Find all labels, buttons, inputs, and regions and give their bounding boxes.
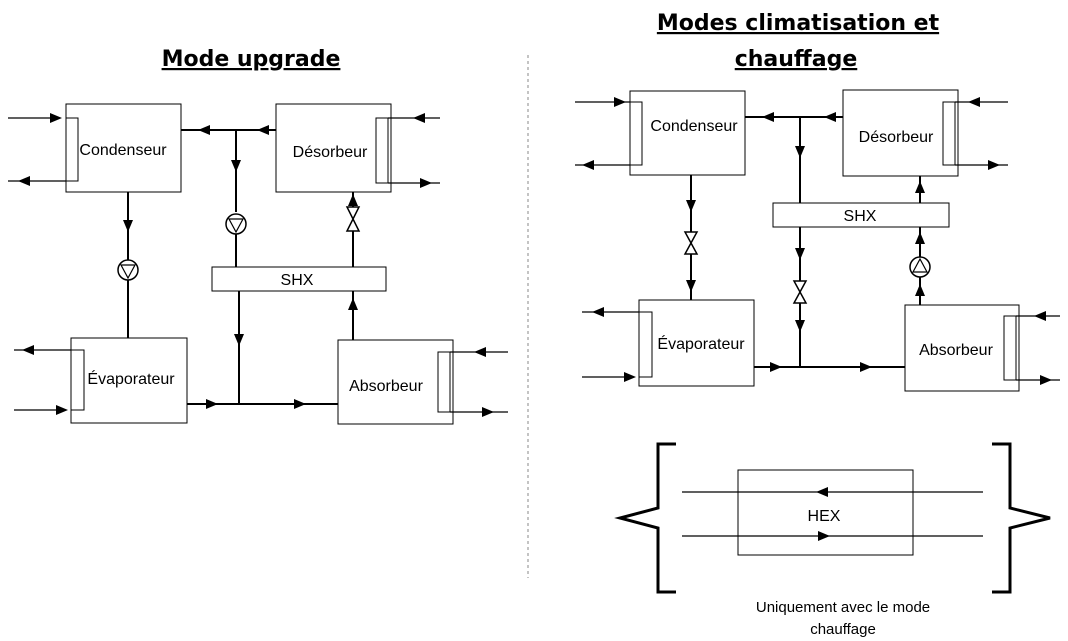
shx-right: SHX xyxy=(772,202,950,228)
desorber-left: Désorbeur xyxy=(275,103,440,193)
condenser-left: Condenseur xyxy=(8,103,182,193)
shx-left: SHX xyxy=(211,266,387,292)
valve-left xyxy=(345,206,361,232)
mode-upgrade-title: Mode upgrade xyxy=(162,47,341,72)
shx-right-label: SHX xyxy=(844,208,877,225)
shx-left-label: SHX xyxy=(281,272,314,289)
pump-left-top xyxy=(225,213,247,235)
condenser-left-label: Condenseur xyxy=(79,142,167,159)
pump-left-middle xyxy=(117,259,139,281)
valve-right-shx xyxy=(792,280,808,304)
desorber-right-label: Désorbeur xyxy=(859,129,934,146)
evaporator-left-label: Évaporateur xyxy=(87,369,175,388)
left-brace xyxy=(614,442,676,594)
evaporator-right-label: Évaporateur xyxy=(657,334,745,353)
desorber-left-label: Désorbeur xyxy=(293,144,368,161)
valve-right-condenser xyxy=(683,231,699,255)
pump-right xyxy=(909,256,931,278)
absorber-left: Absorbeur xyxy=(337,339,508,425)
condenser-right: Condenseur xyxy=(575,90,746,176)
right-brace xyxy=(992,442,1051,594)
heating-only-note-line1: Uniquement avec le mode xyxy=(756,599,930,616)
evaporator-right: Évaporateur xyxy=(582,299,755,387)
absorber-right: Absorbeur xyxy=(904,304,1060,392)
mode-climatisation-title-line2: chauffage xyxy=(735,47,858,72)
evaporator-left: Évaporateur xyxy=(14,337,188,424)
mode-climatisation-panel: Modes climatisation et chauffage Condens… xyxy=(575,11,1060,638)
desorber-right: Désorbeur xyxy=(842,89,1008,177)
hex-optional-section: HEX xyxy=(614,442,1051,594)
absorber-right-label: Absorbeur xyxy=(919,342,993,359)
hex-label: HEX xyxy=(808,508,841,525)
absorber-left-label: Absorbeur xyxy=(349,378,423,395)
mode-climatisation-title-line1: Modes climatisation et xyxy=(657,11,940,36)
condenser-right-label: Condenseur xyxy=(650,118,738,135)
heating-only-note-line2: chauffage xyxy=(810,621,876,638)
mode-upgrade-panel: Mode upgrade Condenseur Désorbeur xyxy=(8,47,508,425)
